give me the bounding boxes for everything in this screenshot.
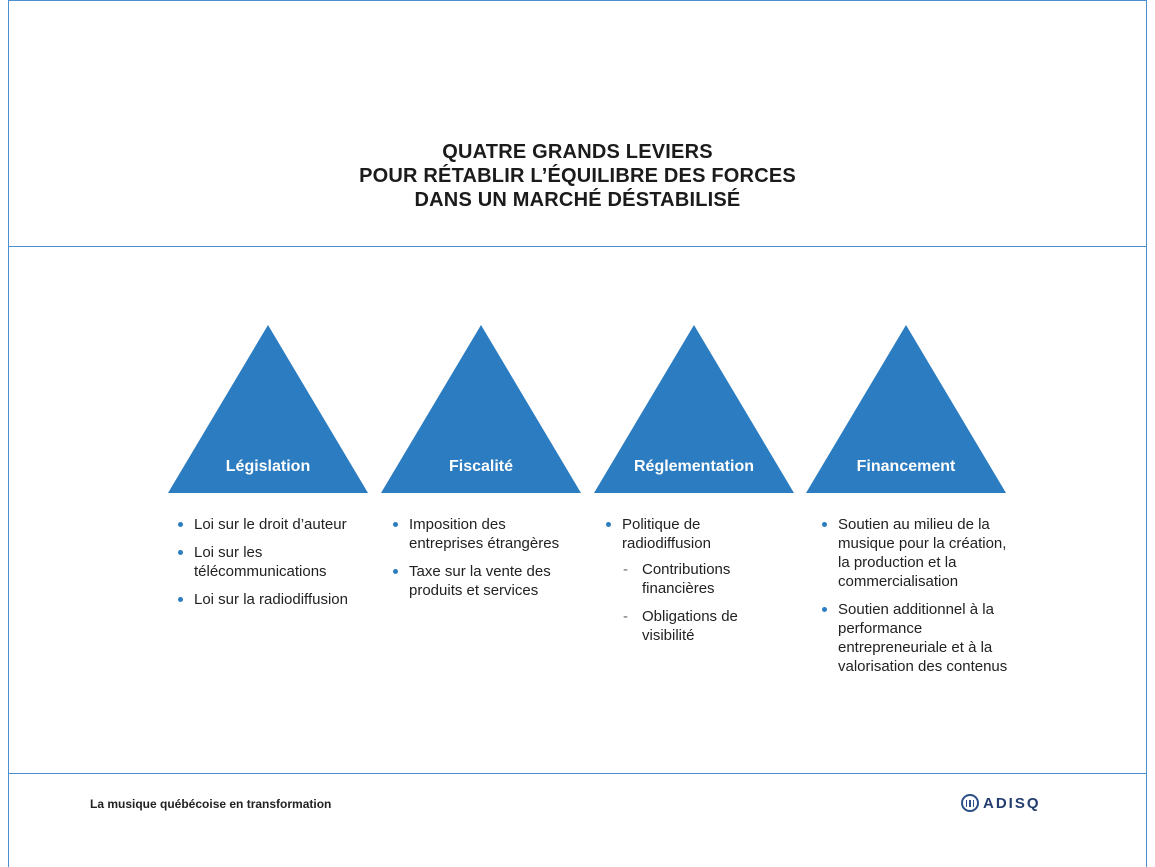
sub-item: -Obligations de visibilité: [622, 607, 774, 645]
lever-fiscalite: Fiscalité Imposition des entreprises étr…: [381, 325, 581, 599]
list-item: Politique de radiodiffusion -Contributio…: [604, 515, 774, 645]
title-line: POUR RÉTABLIR L’ÉQUILIBRE DES FORCES: [359, 165, 796, 187]
logo-mark-icon: [961, 794, 979, 812]
sub-list: -Contributions financières -Obligations …: [622, 560, 774, 645]
sub-item: -Contributions financières: [622, 560, 774, 598]
lever-items: Soutien au milieu de la musique pour la …: [820, 515, 1010, 685]
bullet-icon: [178, 522, 183, 527]
sub-item-text: Obligations de visibilité: [642, 608, 738, 644]
dash-icon: -: [623, 561, 628, 578]
logo-text: ADISQ: [983, 794, 1041, 812]
triangle-shape: [168, 325, 368, 493]
triangle-shape: [381, 325, 581, 493]
lever-name: Financement: [856, 458, 956, 475]
page-title: QUATRE GRANDS LEVIERS POUR RÉTABLIR L’ÉQ…: [0, 140, 1155, 212]
item-text: Loi sur la radiodiffusion: [194, 591, 348, 608]
triangle-shape: [594, 325, 794, 493]
page-frame: [8, 0, 1147, 867]
triangle-shape: [806, 325, 1006, 493]
item-text: Soutien au milieu de la musique pour la …: [838, 516, 1007, 590]
lever-reglementation: Réglementation Politique de radiodiffusi…: [594, 325, 794, 644]
item-text: Loi sur les télécommunications: [194, 544, 327, 580]
lever-items: Politique de radiodiffusion -Contributio…: [604, 515, 774, 654]
title-line: QUATRE GRANDS LEVIERS: [442, 141, 713, 163]
bullet-icon: [822, 607, 827, 612]
item-text: Loi sur le droit d’auteur: [194, 516, 347, 533]
item-text: Politique de radiodiffusion: [622, 516, 711, 552]
title-line: DANS UN MARCHÉ DÉSTABILISÉ: [414, 189, 741, 211]
bullet-icon: [178, 597, 183, 602]
list-item: Soutien au milieu de la musique pour la …: [820, 515, 1010, 591]
lever-legislation: Législation Loi sur le droit d’auteur Lo…: [168, 325, 368, 608]
lever-items: Loi sur le droit d’auteur Loi sur les té…: [176, 515, 376, 618]
list-item: Imposition des entreprises étrangères: [391, 515, 561, 553]
adisq-logo: ADISQ: [961, 792, 1041, 814]
list-item: Loi sur la radiodiffusion: [176, 590, 376, 609]
lever-items: Imposition des entreprises étrangères Ta…: [391, 515, 561, 609]
lever-financement: Financement Soutien au milieu de la musi…: [806, 325, 1007, 675]
item-text: Soutien additionnel à la performance ent…: [838, 601, 1008, 675]
bullet-icon: [822, 522, 827, 527]
list-item: Loi sur les télécommunications: [176, 543, 376, 581]
sub-item-text: Contributions financières: [642, 561, 731, 597]
bullet-icon: [178, 550, 183, 555]
header-divider: [8, 246, 1147, 247]
lever-name: Réglementation: [633, 458, 754, 475]
item-text: Taxe sur la vente des produits et servic…: [409, 563, 551, 599]
item-text: Imposition des entreprises étrangères: [409, 516, 560, 552]
list-item: Soutien additionnel à la performance ent…: [820, 600, 1010, 676]
bullet-icon: [393, 522, 398, 527]
footer-caption: La musique québécoise en transformation: [90, 797, 332, 811]
list-item: Taxe sur la vente des produits et servic…: [391, 562, 561, 600]
footer-divider: [8, 773, 1147, 774]
lever-name: Fiscalité: [448, 458, 514, 475]
bullet-icon: [393, 569, 398, 574]
lever-name: Législation: [225, 458, 311, 475]
list-item: Loi sur le droit d’auteur: [176, 515, 376, 534]
bullet-icon: [606, 522, 611, 527]
dash-icon: -: [623, 608, 628, 625]
